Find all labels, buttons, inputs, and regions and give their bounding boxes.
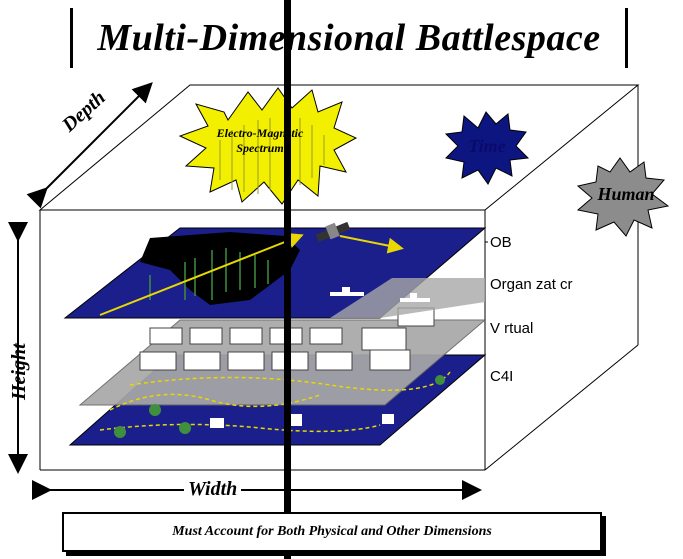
electromagnetic-label: Electro-Magnetic Spectrum [180,126,340,156]
title-frame: Multi-Dimensional Battlespace [70,8,628,68]
cube-outline [39,85,639,471]
c4i-nodes [114,375,445,438]
human-label: Human [597,184,655,204]
layer-label-ob: OB [490,234,512,251]
page-title: Multi-Dimensional Battlespace [97,17,601,59]
layer-label-organization: Organ zat cr [490,276,573,293]
satellite-icon [315,221,351,243]
caption-frame: Must Account for Both Physical and Other… [62,512,602,552]
ships [330,287,430,302]
width-label: Width [184,478,242,501]
layer-organization [139,307,435,371]
electromagnetic-label-line2: Spectrum [236,141,284,155]
caption-text: Must Account for Both Physical and Other… [172,524,492,539]
center-divider [284,0,291,559]
depth-arrow [26,82,153,209]
c4i-terminals [210,414,394,428]
ob-arrows [99,232,404,316]
layer-label-virtual: V rtual [490,320,534,337]
spectrum-lines [219,118,325,194]
electromagnetic-label-line1: Electro-Magnetic [216,126,304,140]
layer-label-c4i: C4I [490,368,514,385]
human-burst [576,157,670,237]
time-burst [444,111,530,185]
time-label: Time [468,136,506,156]
height-label: Height [8,343,30,400]
